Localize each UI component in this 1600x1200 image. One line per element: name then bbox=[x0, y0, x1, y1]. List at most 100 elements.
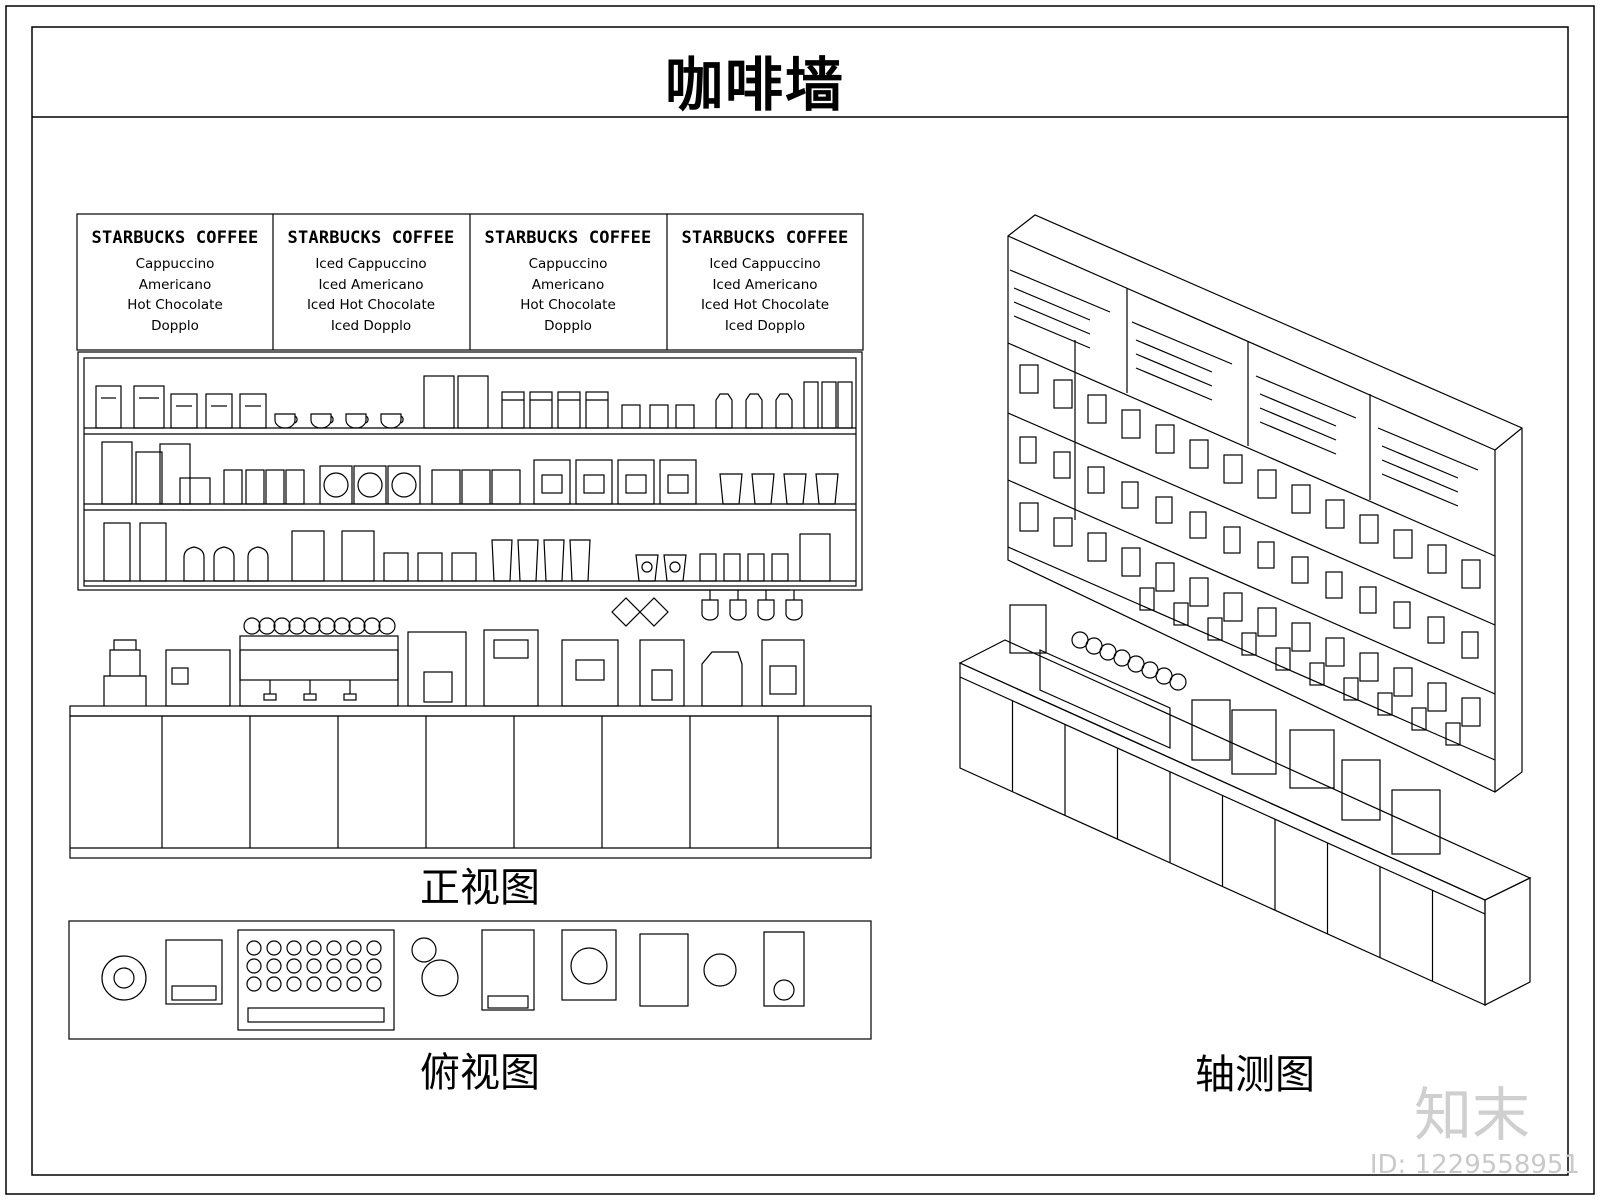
menu-brand: STARBUCKS COFFEE bbox=[681, 228, 849, 248]
drawing-stroke bbox=[303, 693, 317, 701]
coffee-bean-pile bbox=[318, 617, 336, 635]
top-view-label: 俯视图 bbox=[420, 1050, 540, 1096]
drawing-stroke bbox=[1259, 393, 1337, 427]
axo-item bbox=[1223, 592, 1243, 622]
menu-brand: STARBUCKS COFFEE bbox=[287, 228, 455, 248]
axo-bean bbox=[1169, 673, 1187, 691]
tea-box bbox=[461, 469, 491, 505]
canister bbox=[265, 469, 285, 505]
front-view-label: 正视图 bbox=[420, 865, 540, 911]
coffee-bean-pile bbox=[243, 617, 261, 635]
axo-espresso-machine bbox=[1039, 649, 1171, 749]
tall-bottle bbox=[803, 381, 819, 429]
small-jar bbox=[649, 404, 669, 429]
glass bbox=[719, 473, 743, 505]
axo-item bbox=[1019, 364, 1039, 394]
coffee-bag bbox=[133, 385, 165, 429]
axo-item bbox=[1343, 677, 1359, 701]
glass bbox=[751, 473, 775, 505]
coffee-tin bbox=[319, 465, 353, 505]
brewer-top bbox=[639, 933, 689, 1007]
coffee-box bbox=[135, 451, 163, 505]
cup bbox=[699, 553, 717, 582]
axo-item bbox=[1461, 559, 1481, 589]
bean-top bbox=[326, 958, 342, 974]
bean-top bbox=[366, 940, 382, 956]
axo-item bbox=[1377, 692, 1393, 716]
bean-top bbox=[246, 940, 262, 956]
axo-kettle bbox=[1341, 759, 1381, 821]
tall-box bbox=[103, 522, 131, 582]
axo-item bbox=[1275, 647, 1291, 671]
cup bbox=[274, 413, 298, 429]
cup-logo bbox=[641, 561, 653, 573]
axo-item bbox=[1393, 529, 1413, 559]
menu-item: Dopplo bbox=[544, 317, 592, 334]
bean-top bbox=[326, 940, 342, 956]
axo-blender bbox=[1009, 604, 1047, 654]
canister bbox=[223, 469, 243, 505]
axo-item bbox=[1291, 556, 1309, 584]
front-elevation bbox=[69, 213, 872, 859]
menu-item: Americano bbox=[138, 276, 212, 293]
coffee-bean-pile bbox=[303, 617, 321, 635]
small-jar bbox=[451, 552, 477, 582]
cup-stack bbox=[543, 539, 565, 582]
jar bbox=[585, 391, 609, 429]
drawing-stroke bbox=[421, 959, 459, 997]
outer-frame bbox=[5, 5, 1595, 1195]
storage-box bbox=[341, 530, 375, 582]
drawing-stroke bbox=[1013, 315, 1091, 349]
axo-item bbox=[1053, 451, 1071, 479]
axo-item bbox=[1087, 532, 1107, 562]
pod-top bbox=[763, 931, 805, 1007]
drawing-stroke bbox=[113, 967, 135, 989]
drawing-stroke bbox=[487, 995, 529, 1009]
coffee-brewer bbox=[639, 639, 685, 707]
canister bbox=[245, 469, 265, 505]
drawing-stroke bbox=[239, 649, 399, 681]
coffee-tin bbox=[387, 465, 421, 505]
axo-item bbox=[1189, 577, 1209, 607]
coffee-bean-pile bbox=[288, 617, 306, 635]
axo-item bbox=[1325, 571, 1343, 599]
drawing-stroke bbox=[769, 665, 797, 695]
axo-item bbox=[1309, 662, 1325, 686]
coffee-tin bbox=[353, 465, 387, 505]
jar bbox=[501, 391, 525, 429]
drawing-stroke bbox=[1381, 445, 1459, 479]
coffee-bean-pile bbox=[348, 617, 366, 635]
drawing-stroke bbox=[1259, 407, 1337, 441]
menu-board-4: STARBUCKS COFFEE Iced Cappuccino Iced Am… bbox=[667, 228, 863, 336]
drawing-stroke bbox=[1013, 301, 1091, 335]
coffee-canister bbox=[617, 459, 655, 505]
menu-brand: STARBUCKS COFFEE bbox=[484, 228, 652, 248]
coffee-canister bbox=[659, 459, 697, 505]
bean-top bbox=[266, 976, 282, 992]
axo-item bbox=[1257, 607, 1277, 637]
coffee-canister bbox=[533, 459, 571, 505]
coffee-tin bbox=[423, 375, 455, 429]
bottle bbox=[745, 393, 763, 429]
bean-top bbox=[286, 940, 302, 956]
bean-top bbox=[346, 940, 362, 956]
coffee-box bbox=[159, 443, 191, 505]
menu-item: Cappuccino bbox=[528, 256, 608, 272]
menu-item: Iced Dopplo bbox=[724, 317, 806, 334]
drawing-stroke bbox=[1135, 367, 1213, 401]
tall-bottle bbox=[837, 381, 853, 429]
menu-item: Iced Americano bbox=[712, 276, 818, 293]
bean-top bbox=[306, 976, 322, 992]
blender bbox=[103, 639, 147, 706]
coffee-box bbox=[179, 477, 211, 505]
dispenser bbox=[799, 533, 831, 582]
axo-item bbox=[1207, 617, 1223, 641]
coffee-bag bbox=[170, 393, 198, 429]
paper-cup bbox=[663, 554, 687, 582]
espresso-machine-top bbox=[237, 929, 395, 1031]
axo-item bbox=[1291, 622, 1311, 652]
axo-menu-line bbox=[1377, 427, 1479, 471]
axo-item bbox=[1359, 514, 1379, 544]
menu-item: Iced Americano bbox=[318, 276, 424, 293]
canister-label bbox=[625, 474, 647, 494]
